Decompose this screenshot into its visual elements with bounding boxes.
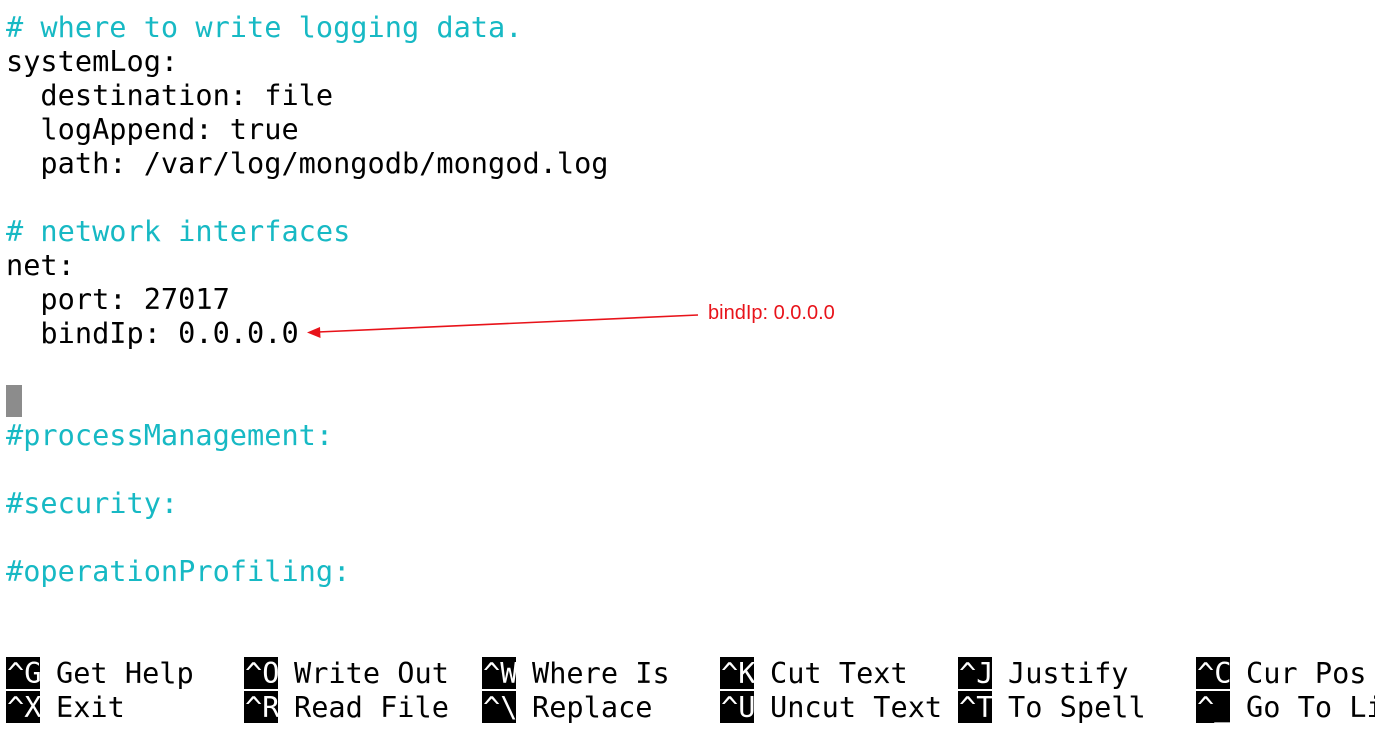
code-line-2: systemLog: — [6, 44, 179, 78]
code-line-1: # where to write logging data. — [6, 10, 523, 44]
code-line-13: #processManagement: — [6, 418, 334, 452]
shortcut-cut-text[interactable]: ^K Cut Text — [720, 656, 908, 690]
shortcut-uncut-text[interactable]: ^U Uncut Text — [720, 690, 942, 724]
code-line-8: net: — [6, 248, 75, 282]
code-line-3: destination: file — [6, 78, 334, 112]
shortcut-key: ^C — [1196, 657, 1230, 689]
shortcut-replace[interactable]: ^\ Replace — [482, 690, 653, 724]
code-line-9: port: 27017 — [6, 282, 230, 316]
code-line-7: # network interfaces — [6, 214, 351, 248]
shortcut-to-spell[interactable]: ^T To Spell — [958, 690, 1146, 724]
shortcut-justify[interactable]: ^J Justify — [958, 656, 1129, 690]
shortcut-key: ^T — [958, 691, 992, 723]
code-line-14 — [6, 452, 1375, 486]
shortcut-where-is[interactable]: ^W Where Is — [482, 656, 670, 690]
shortcut-label: Replace — [532, 690, 653, 724]
code-line-17: #operationProfiling: — [6, 554, 351, 588]
text-editor-area[interactable]: # where to write logging data. systemLog… — [6, 10, 1375, 588]
shortcut-key: ^W — [482, 657, 516, 689]
shortcut-key: ^_ — [1196, 691, 1230, 723]
code-line-5: path: /var/log/mongodb/mongod.log — [6, 146, 609, 180]
shortcut-key: ^J — [958, 657, 992, 689]
shortcut-label: Read File — [294, 690, 449, 724]
shortcut-read-file[interactable]: ^R Read File — [244, 690, 449, 724]
shortcut-key: ^\ — [482, 691, 516, 723]
code-line-6 — [6, 180, 1375, 214]
shortcut-label: Cut Text — [770, 656, 908, 690]
shortcut-key: ^O — [244, 657, 278, 689]
shortcut-label: To Spell — [1008, 690, 1146, 724]
shortcut-get-help[interactable]: ^G Get Help — [6, 656, 194, 690]
shortcut-label: Cur Pos — [1246, 656, 1367, 690]
code-line-12 — [6, 384, 1375, 418]
code-line-16 — [6, 520, 1375, 554]
shortcut-cur-pos[interactable]: ^C Cur Pos — [1196, 656, 1367, 690]
shortcut-key: ^K — [720, 657, 754, 689]
code-line-10: bindIp: 0.0.0.0 — [6, 316, 299, 350]
shortcut-key: ^X — [6, 691, 40, 723]
shortcut-label: Where Is — [532, 656, 670, 690]
shortcut-key: ^R — [244, 691, 278, 723]
code-line-15: #security: — [6, 486, 179, 520]
shortcut-key: ^G — [6, 657, 40, 689]
code-line-11 — [6, 350, 1375, 384]
annotation-label: bindIp: 0.0.0.0 — [708, 302, 835, 324]
code-line-4: logAppend: true — [6, 112, 299, 146]
shortcut-exit[interactable]: ^X Exit — [6, 690, 125, 724]
shortcut-label: Justify — [1008, 656, 1129, 690]
shortcut-key: ^U — [720, 691, 754, 723]
shortcut-label: Uncut Text — [770, 690, 943, 724]
text-cursor — [6, 385, 22, 417]
shortcut-label: Exit — [56, 690, 125, 724]
shortcut-label: Write Out — [294, 656, 449, 690]
nano-shortcut-bar: ^G Get Help ^X Exit ^O Write Out ^R Read Fil… — [0, 656, 1375, 724]
shortcut-label: Go To Line — [1246, 690, 1375, 724]
shortcut-label: Get Help — [56, 656, 194, 690]
shortcut-write-out[interactable]: ^O Write Out — [244, 656, 449, 690]
shortcut-go-to-line[interactable]: ^_ Go To Line — [1196, 690, 1375, 724]
